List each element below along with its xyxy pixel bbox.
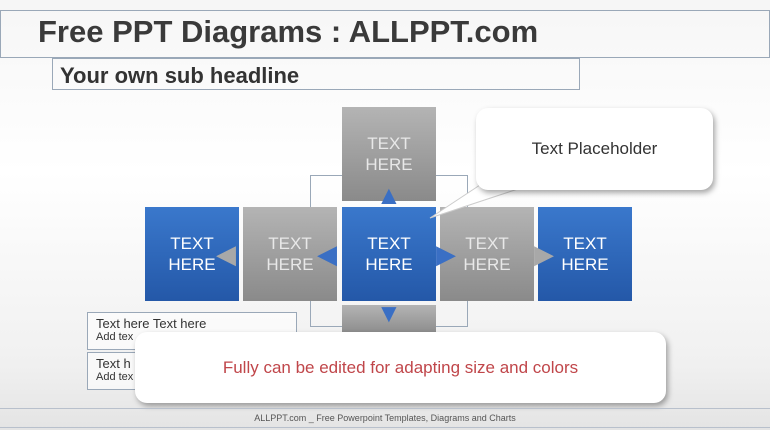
slide-title[interactable]: Free PPT Diagrams : ALLPPT.com — [38, 14, 539, 49]
diagram-box-center[interactable]: TEXT HERE — [342, 207, 436, 301]
subtitle-selection[interactable] — [52, 58, 580, 90]
diagram-box-5[interactable]: TEXT HERE — [538, 207, 632, 301]
box-label: TEXT HERE — [168, 234, 216, 274]
box-label: TEXT HERE — [463, 234, 511, 274]
text-box-title: Text here Text here — [96, 316, 207, 331]
arrow-down-icon: ▼ — [376, 298, 402, 328]
slide-footer: ALLPPT.com _ Free Powerpoint Templates, … — [0, 408, 770, 428]
diagram-box-top[interactable]: TEXT HERE — [342, 107, 436, 201]
arrow-left-icon: ◀ — [317, 239, 337, 269]
text-placeholder-callout[interactable]: Text Placeholder — [476, 108, 713, 190]
arrow-left-icon: ◀ — [216, 239, 236, 269]
text-box-body: Add tex — [96, 331, 134, 343]
arrow-right-icon: ▶ — [436, 239, 456, 269]
diagram-box-bottom[interactable] — [342, 305, 436, 335]
text-box-body: Add tex — [96, 371, 134, 383]
box-label: TEXT HERE — [266, 234, 314, 274]
arrow-right-icon: ▶ — [534, 239, 554, 269]
text-box-1[interactable]: Text here Text here Add tex — [87, 312, 297, 350]
box-label: TEXT HERE — [365, 234, 413, 274]
arrow-up-icon: ▲ — [376, 180, 402, 210]
box-label: TEXT HERE — [561, 234, 609, 274]
diagram-box-1[interactable]: TEXT HERE — [145, 207, 239, 301]
edit-note-callout[interactable]: Fully can be edited for adapting size an… — [135, 332, 666, 403]
slide-subtitle[interactable]: Your own sub headline — [60, 63, 300, 88]
text-box-title: Text h — [96, 356, 131, 371]
diagram-box-4[interactable]: TEXT HERE — [440, 207, 534, 301]
callout-text: Fully can be edited for adapting size an… — [222, 357, 579, 377]
diagram-box-2[interactable]: TEXT HERE — [243, 207, 337, 301]
box-label: TEXT HERE — [365, 134, 413, 174]
callout-text: Text Placeholder — [531, 139, 658, 158]
